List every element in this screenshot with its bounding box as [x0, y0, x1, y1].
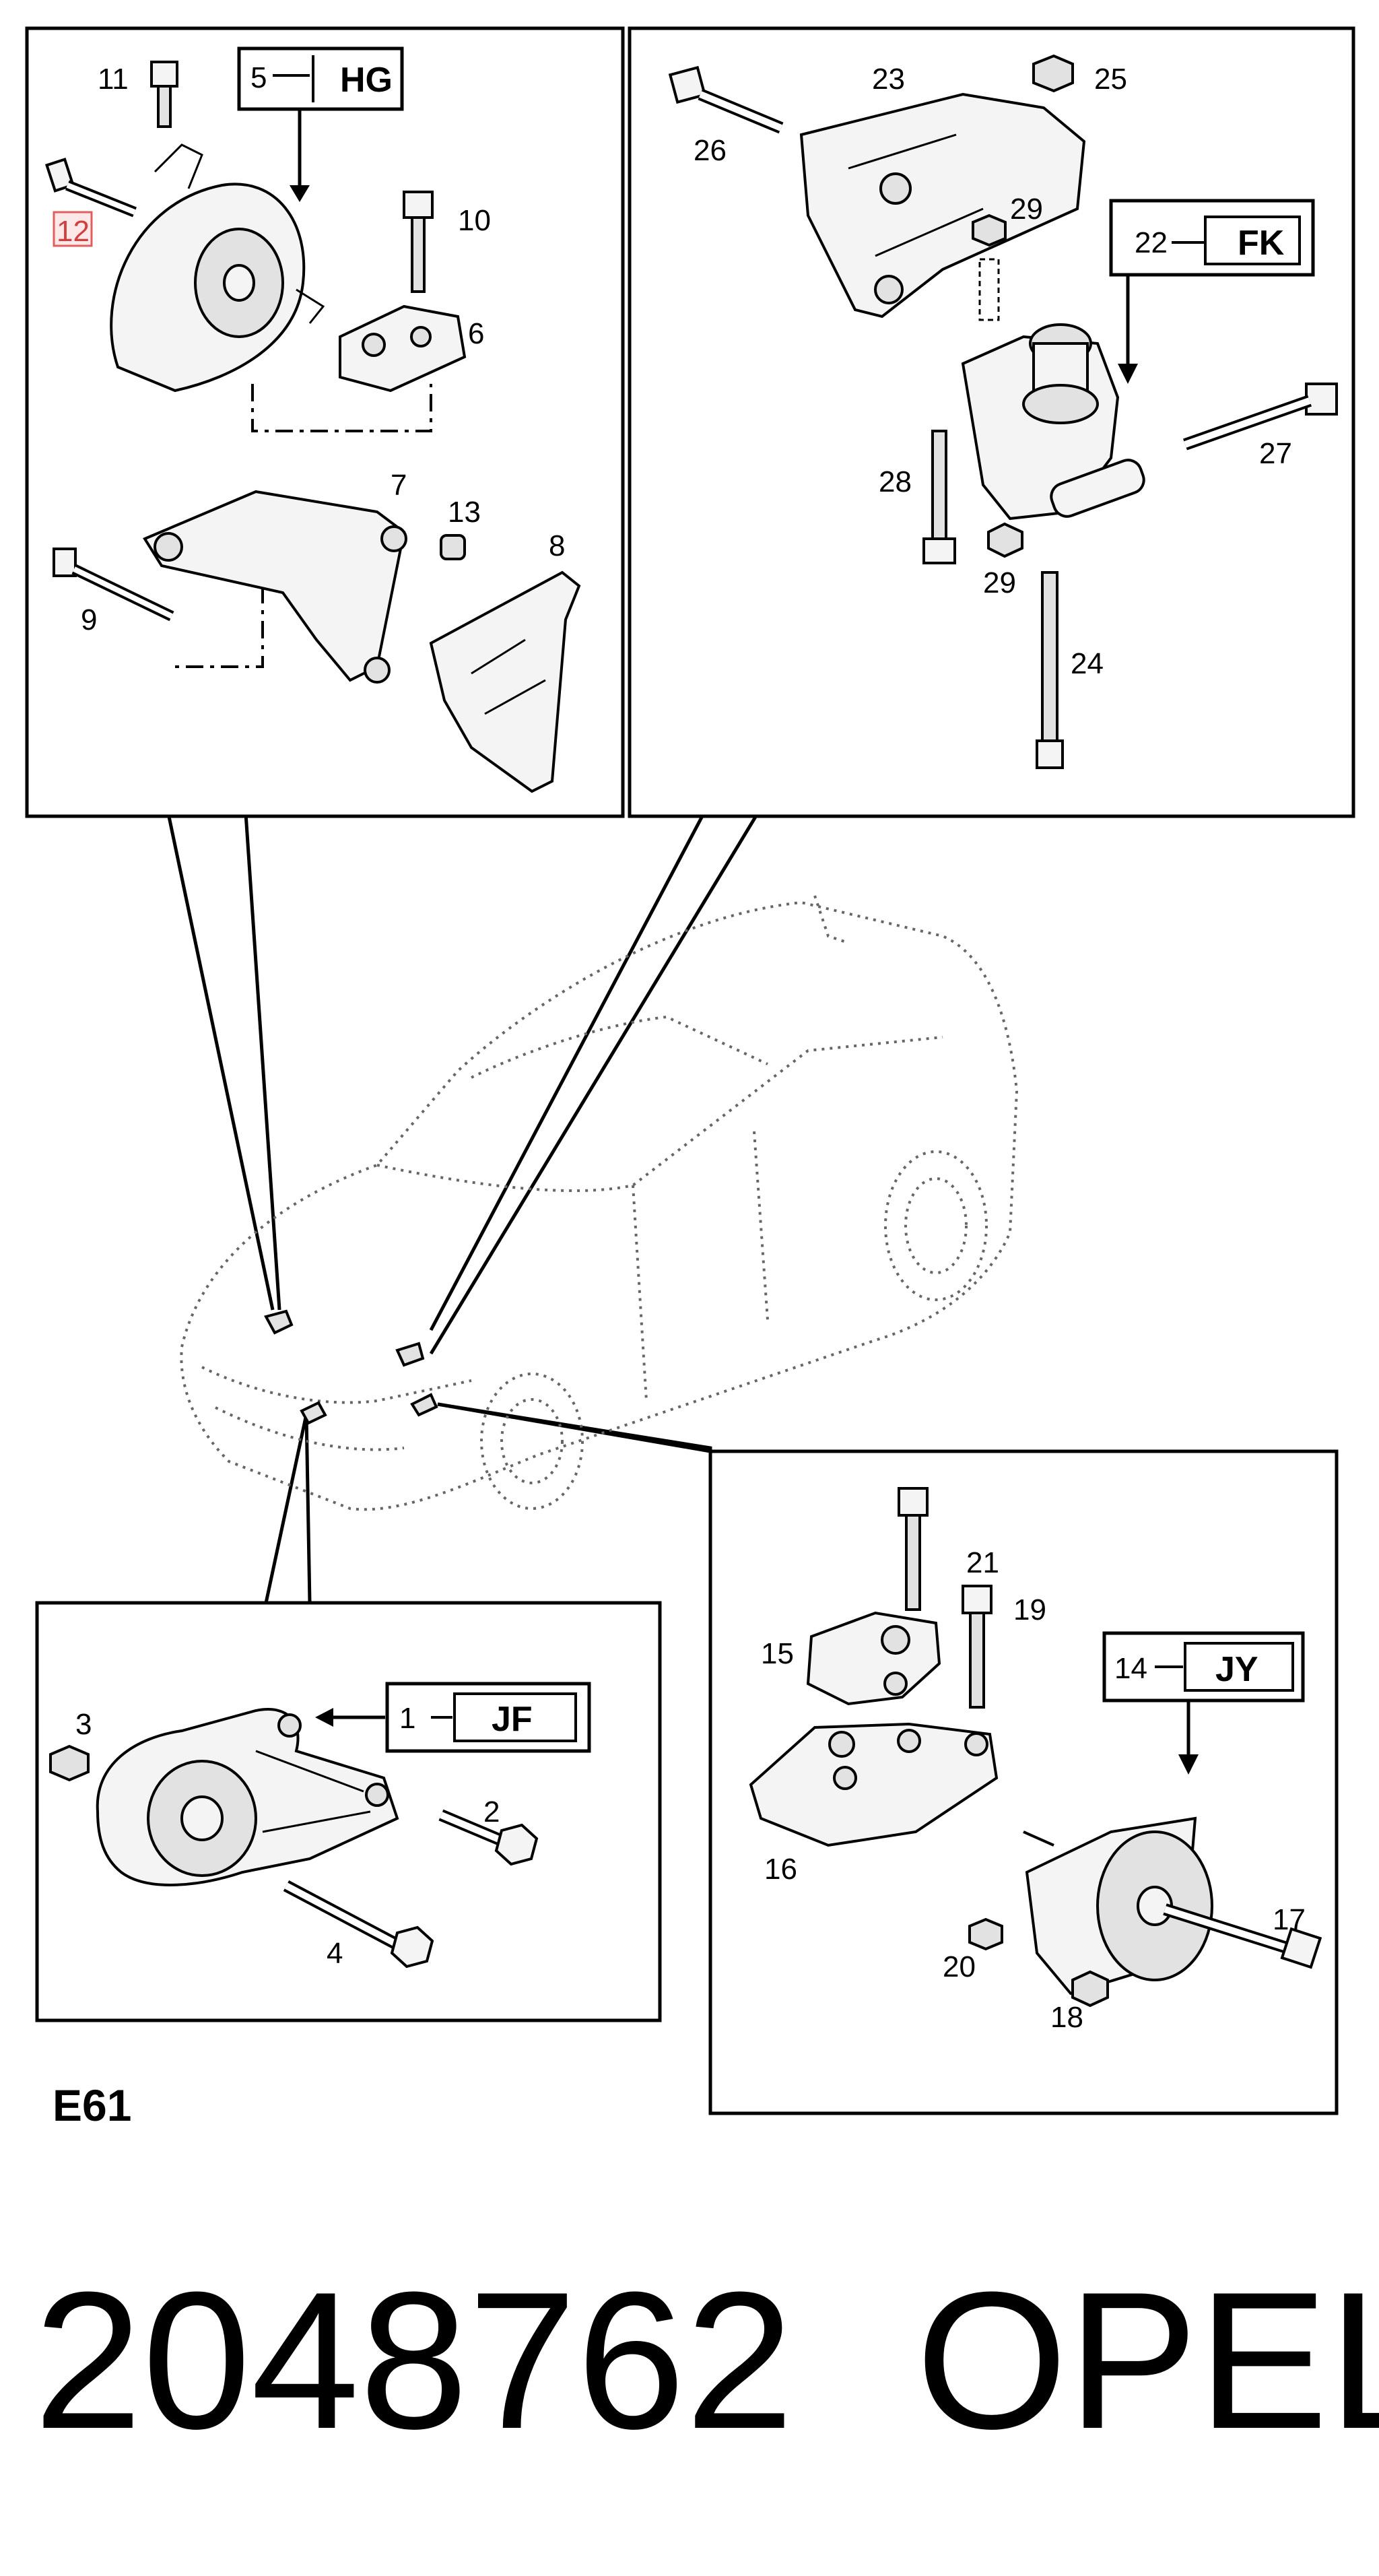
part-label: 27: [1259, 437, 1292, 470]
panel-jf: 1 JF 3 2 4: [35, 1601, 662, 2022]
part-label: 9: [81, 603, 97, 636]
part-label: 29: [1010, 193, 1043, 226]
part-label: 8: [549, 529, 565, 562]
part-label: 10: [458, 204, 491, 237]
panel-fk: 22 FK 23 25: [628, 26, 1355, 818]
part-label: 16: [764, 1853, 797, 1886]
callout-code: HG: [340, 61, 393, 100]
part-number: 2048762: [34, 2251, 794, 2470]
part-label: 23: [872, 63, 905, 96]
part-label: 11: [98, 63, 129, 96]
panel-jy: 14 JY 21 19 15 16: [708, 1449, 1339, 2115]
part-label: 24: [1071, 647, 1104, 680]
part-label: 2: [483, 1795, 500, 1828]
callout-box-hg: [237, 46, 404, 111]
part-label: 28: [879, 465, 912, 498]
part-label: 15: [761, 1637, 794, 1670]
callout-code: JF: [492, 1700, 533, 1739]
part-label: 26: [694, 134, 727, 167]
part-label: 6: [468, 317, 484, 350]
part-label: 21: [966, 1546, 999, 1579]
part-label-highlighted: 12: [57, 215, 90, 248]
part-label: 4: [327, 1937, 343, 1970]
vehicle-outline: [180, 895, 1019, 1511]
part-label: 20: [943, 1950, 976, 1983]
part-label: 18: [1050, 2001, 1083, 2034]
callout-code: FK: [1238, 224, 1285, 263]
panel-hg: 5 HG: [25, 26, 625, 818]
part-label: 29: [983, 566, 1016, 599]
callout-number: 14: [1114, 1652, 1147, 1685]
part-label: 17: [1273, 1903, 1306, 1936]
callout-number: 1: [399, 1702, 415, 1735]
part-label: 3: [75, 1708, 92, 1741]
brand-name: OPEL: [916, 2251, 1379, 2470]
section-code: E61: [53, 2080, 132, 2130]
part-label: 7: [391, 469, 407, 502]
callout-number: 5: [250, 61, 267, 94]
part-label: 13: [448, 496, 481, 529]
part-label: 19: [1013, 1593, 1046, 1626]
part-label: 25: [1094, 63, 1127, 96]
callout-code: JY: [1215, 1650, 1258, 1689]
callout-number: 22: [1135, 226, 1168, 259]
